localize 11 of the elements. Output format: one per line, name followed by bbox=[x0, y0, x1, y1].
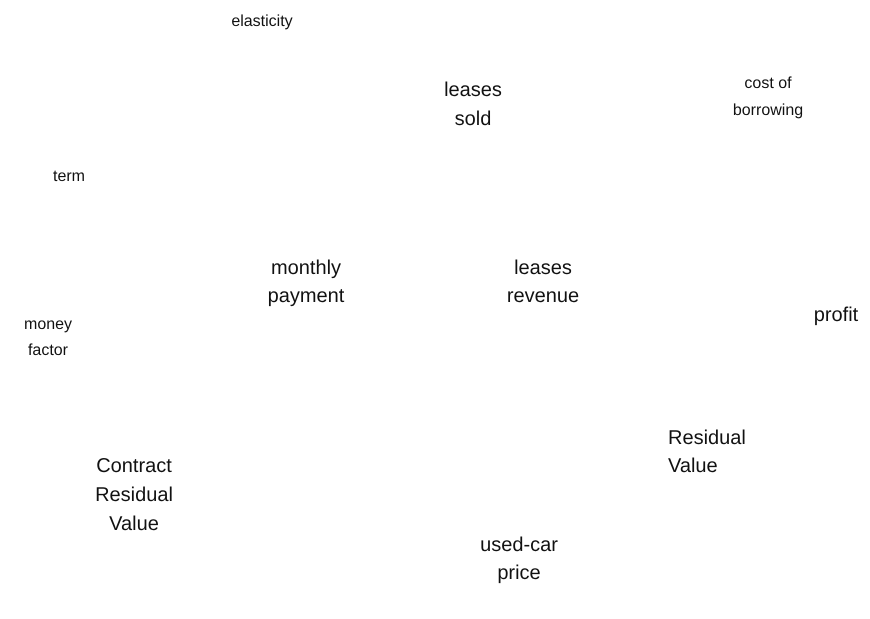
label-text: elasticity bbox=[230, 12, 294, 32]
label-text: Contract Residual Value bbox=[94, 454, 174, 537]
label-text: leases revenue bbox=[506, 256, 580, 309]
label-text: cost of borrowing bbox=[732, 74, 804, 121]
label-text: Residual Value bbox=[668, 426, 747, 479]
label-text: leases sold bbox=[443, 78, 503, 132]
label-text: term bbox=[53, 167, 86, 187]
label-text: monthly payment bbox=[266, 256, 346, 309]
label-text: used-car price bbox=[479, 533, 559, 586]
label-text: money factor bbox=[22, 315, 74, 361]
label-text: profit bbox=[812, 303, 860, 328]
